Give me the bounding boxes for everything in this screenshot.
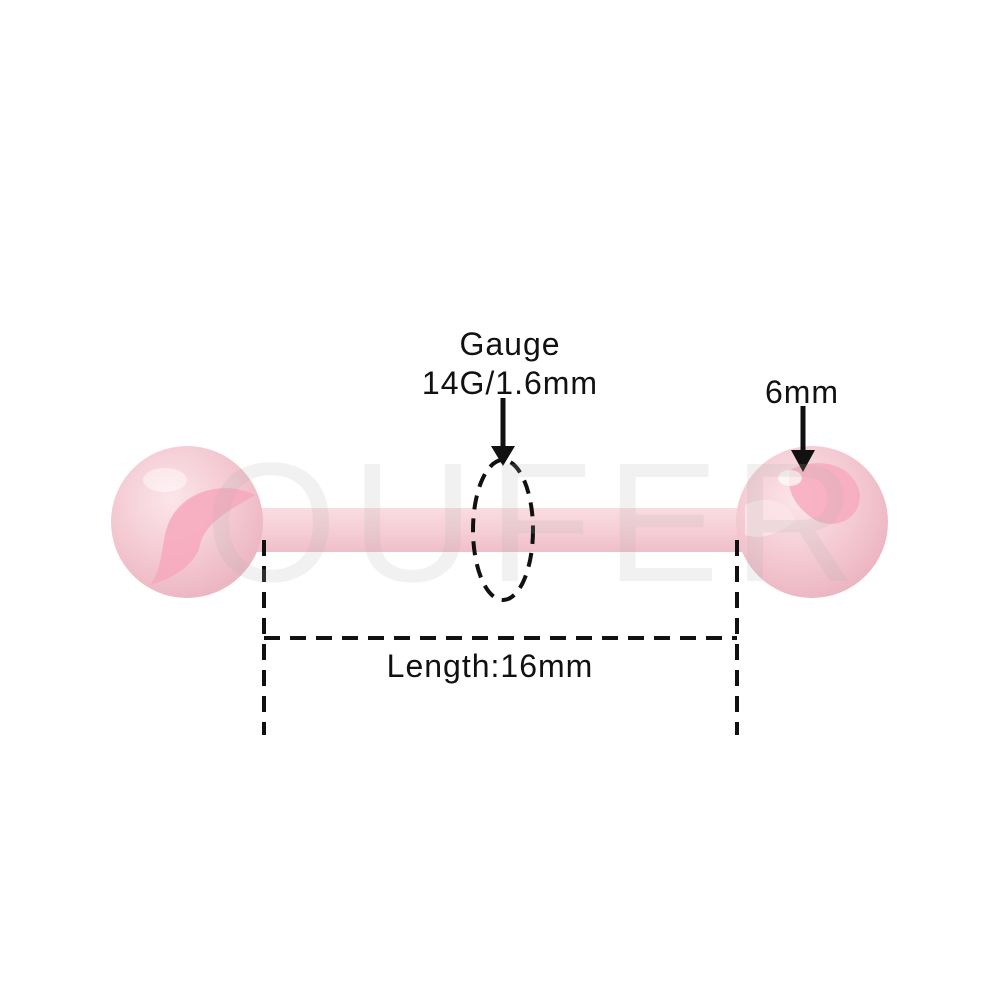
- barbell-bar: [240, 508, 760, 552]
- left-ball: [111, 446, 263, 598]
- gauge-ellipse: [471, 458, 535, 602]
- ball-size-label: 6mm: [764, 374, 840, 410]
- right-ball-swirl: [789, 463, 860, 524]
- length-label: Length:16mm: [386, 648, 594, 684]
- right-ball: [736, 446, 888, 598]
- gauge-value: 14G/1.6mm: [421, 365, 599, 401]
- gauge-arrow-icon: [491, 398, 515, 466]
- watermark: OUFER: [205, 428, 870, 618]
- gauge-title: Gauge: [459, 326, 561, 362]
- ball-size-arrow-icon: [791, 406, 815, 472]
- length-dimension: [262, 540, 739, 735]
- left-ball-swirl: [150, 488, 255, 585]
